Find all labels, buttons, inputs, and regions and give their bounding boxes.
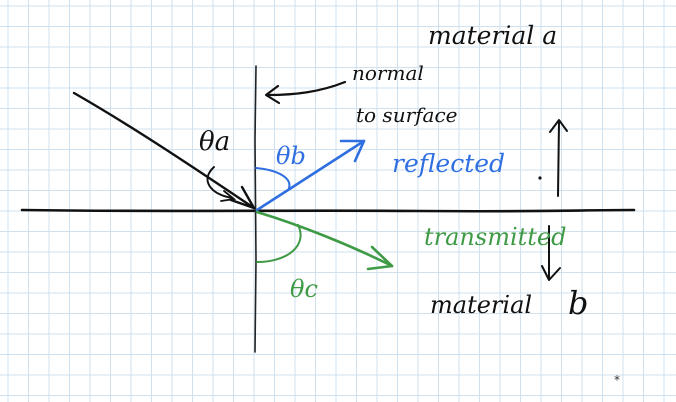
normal-pointer-arrow	[266, 80, 347, 97]
theta-a-arc	[206, 166, 233, 199]
label-theta-b: θb	[276, 142, 306, 170]
label-material: material	[430, 291, 532, 319]
label-to-surface: to surface	[356, 103, 458, 127]
label-theta-c: θc	[290, 275, 318, 303]
down-arrowhead	[541, 265, 561, 281]
theta-a-arc-arrow	[220, 190, 237, 202]
label-material-a: material a	[428, 21, 557, 50]
theta-b-arc	[255, 167, 291, 189]
up-arrowhead	[549, 119, 568, 133]
normal-pointer-arrowhead	[264, 84, 281, 105]
normal-line	[254, 65, 257, 353]
incident-ray	[72, 91, 256, 210]
asterisk-mark: *	[614, 373, 620, 387]
transmitted-arrowhead	[366, 245, 394, 271]
reflected-ray	[255, 139, 366, 212]
reflected-arrowhead	[339, 139, 366, 163]
theta-c-arc	[256, 224, 302, 263]
up-arrow	[557, 121, 560, 197]
incident-arrowhead	[229, 185, 256, 210]
label-normal: normal	[352, 61, 424, 85]
label-transmitted: transmitted	[424, 223, 567, 251]
label-b: b	[568, 284, 588, 322]
dot-mark	[538, 176, 542, 180]
label-reflected: reflected	[392, 149, 505, 178]
surface-line	[20, 208, 636, 213]
label-theta-a: θa	[199, 127, 230, 157]
transmitted-ray	[255, 210, 394, 268]
